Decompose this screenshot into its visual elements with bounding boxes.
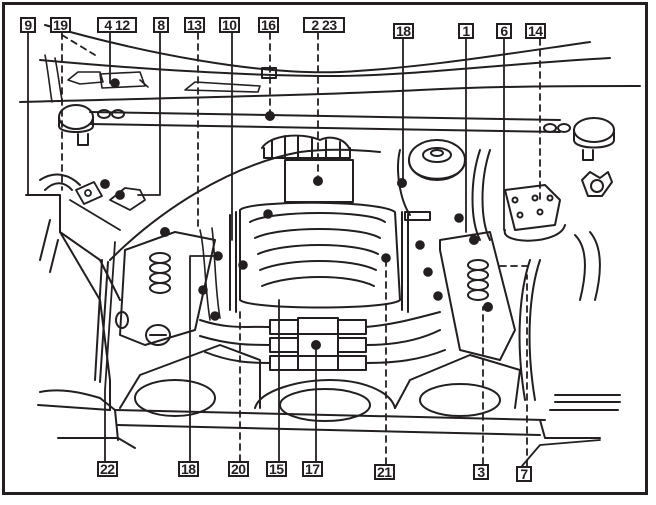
callout-10: 10 (219, 17, 240, 33)
callout-9: 9 (20, 17, 36, 33)
callout-22: 22 (97, 461, 118, 477)
strut-brace (89, 67, 571, 133)
callout-20: 20 (228, 461, 249, 477)
ignition-coil-pack (199, 311, 446, 371)
left-fender (25, 148, 381, 411)
callout-18-bottom: 18 (178, 461, 199, 477)
callout-4-12: 4 12 (97, 17, 137, 33)
callout-17: 17 (302, 461, 323, 477)
coolant-reservoir-cap (581, 171, 613, 197)
throttle-housing (261, 134, 354, 203)
radiator-support (37, 389, 621, 449)
right-strut-mount (573, 117, 615, 161)
callout-18-top: 18 (393, 23, 414, 39)
callout-16: 16 (258, 17, 279, 33)
callout-8: 8 (153, 17, 169, 33)
callout-2-23: 2 23 (303, 17, 345, 33)
callout-1: 1 (458, 23, 474, 39)
air-filter-housings (119, 344, 521, 422)
leader-lines-dashed (61, 32, 541, 467)
callout-6: 6 (496, 23, 512, 39)
right-hoses (397, 149, 601, 401)
left-cowl-detail (44, 54, 261, 103)
callout-15: 15 (266, 461, 287, 477)
intake-manifold (229, 201, 409, 313)
callout-21: 21 (374, 464, 395, 480)
cowl-lines (19, 24, 641, 103)
leader-lines-solid (27, 32, 601, 467)
abs-hydraulic-unit (503, 184, 566, 242)
left-valve-cover (115, 227, 216, 346)
callout-13: 13 (184, 17, 205, 33)
left-bracket (69, 179, 146, 231)
callout-19: 19 (50, 17, 71, 33)
brake-booster (408, 139, 466, 181)
callout-7: 7 (516, 466, 532, 482)
left-wiring (198, 209, 464, 321)
callout-14: 14 (525, 23, 546, 39)
callout-3: 3 (473, 464, 489, 480)
left-strut-mount (58, 104, 94, 146)
right-valve-cover (439, 231, 516, 361)
